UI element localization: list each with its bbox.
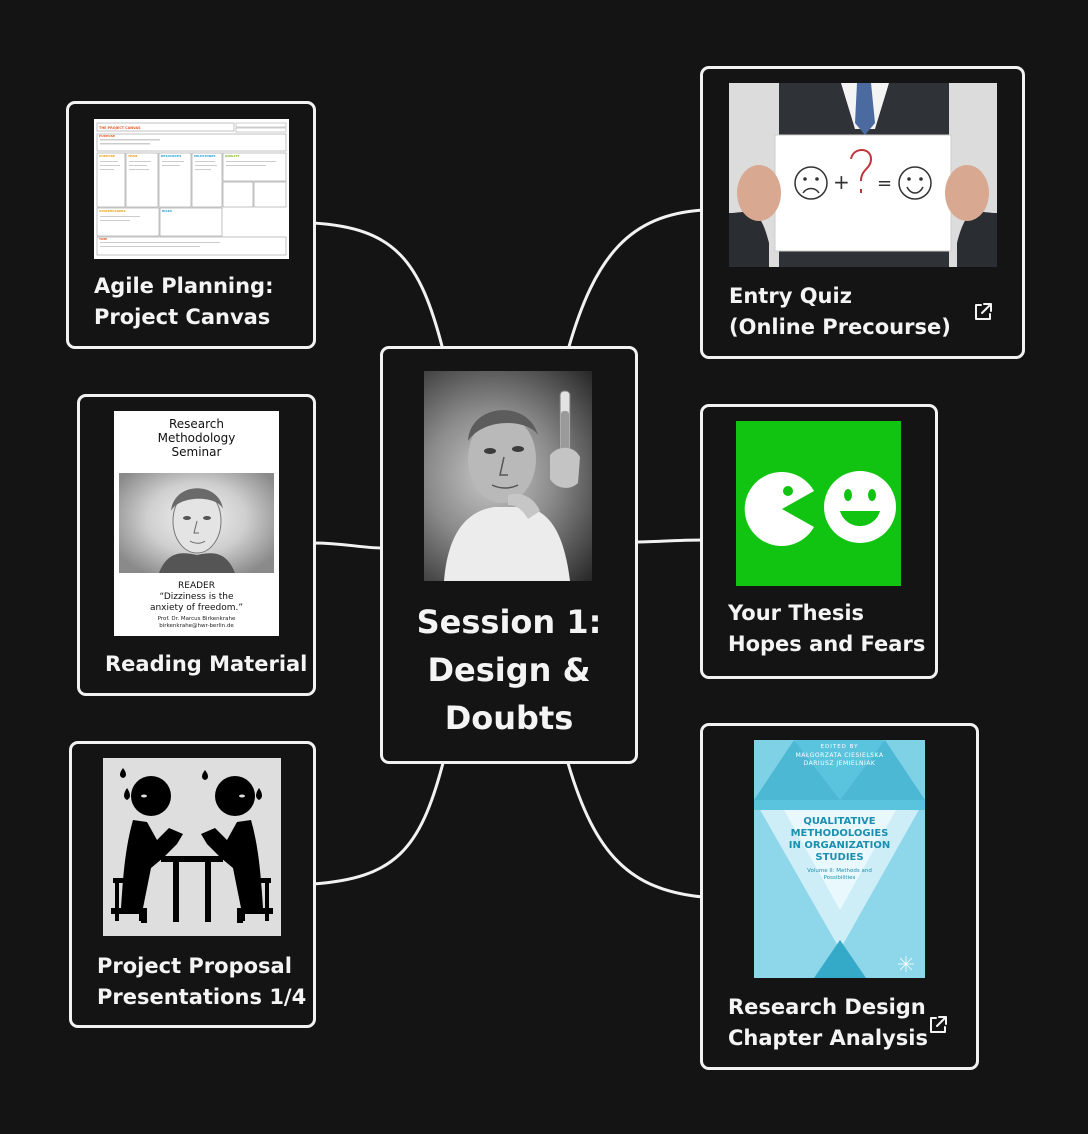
kierkegaard-portrait <box>119 473 274 573</box>
book-title: QUALITATIVE METHODOLOGIES IN ORGANIZATIO… <box>788 816 891 863</box>
project-proposal-card[interactable]: Project Proposal Presentations 1/4 <box>69 741 316 1028</box>
svg-text:PURPOSE: PURPOSE <box>99 134 115 138</box>
research-design-label: Research Design Chapter Analysis <box>728 995 928 1050</box>
reader-cover-title: Research Methodology Seminar <box>157 417 236 459</box>
svg-text:MILESTONES: MILESTONES <box>194 154 216 158</box>
reader-cover-email: birkenkrahe@hwr-berlin.de <box>159 623 234 629</box>
arm-wrestling-image <box>103 758 281 936</box>
scientist-photo <box>424 371 592 581</box>
reading-material-card[interactable]: Research Methodology Seminar READER “Diz… <box>77 394 316 696</box>
agile-planning-card[interactable]: PURPOSE TEAM RESOURCES MILESTONES QUALIT… <box>66 101 316 349</box>
book-editor-2: DARIUSZ JEMIELNIAK <box>803 760 876 767</box>
connector-thesis <box>634 538 705 544</box>
connector-agile <box>311 221 445 352</box>
research-design-card[interactable]: EDITED BY MAŁGORZATA CIESIELSKA DARIUSZ … <box>700 723 979 1070</box>
agile-planning-label: Agile Planning: Project Canvas <box>94 274 274 329</box>
svg-text:QUALITY: QUALITY <box>225 154 240 158</box>
reading-material-label: Reading Material <box>105 652 308 676</box>
svg-text:THE PROJECT CANVAS: THE PROJECT CANVAS <box>99 126 141 130</box>
connector-reading <box>311 541 385 550</box>
svg-text:RISKS: RISKS <box>162 209 172 213</box>
entry-quiz-card[interactable]: + = Entry Quiz (Online Precourse) <box>700 66 1025 359</box>
book-editors-line: EDITED BY <box>820 744 859 750</box>
pacman-smiley-image <box>736 421 901 586</box>
svg-text:TIME: TIME <box>99 237 107 241</box>
connector-quiz <box>566 208 705 352</box>
book-cover-image: EDITED BY MAŁGORZATA CIESIELSKA DARIUSZ … <box>754 740 925 978</box>
your-thesis-label: Your Thesis Hopes and Fears <box>728 601 926 656</box>
book-editor-1: MAŁGORZATA CIESIELSKA <box>795 752 884 759</box>
external-link-icon[interactable] <box>927 1014 949 1036</box>
your-thesis-card[interactable]: Your Thesis Hopes and Fears <box>700 404 938 679</box>
svg-text:PURPOSE: PURPOSE <box>99 154 115 158</box>
session-title: Session 1: Design & Doubts <box>416 603 602 737</box>
entry-quiz-label: Entry Quiz (Online Precourse) <box>729 284 951 339</box>
svg-text:RESOURCES: RESOURCES <box>161 154 181 158</box>
book-volume: Volume II: Methods and Possibilities <box>807 868 872 881</box>
reader-cover-quote: “Dizziness is the anxiety of freedom.” <box>149 592 244 613</box>
connector-chapter <box>566 761 705 899</box>
svg-text:=: = <box>877 173 892 194</box>
reader-cover-author: Prof. Dr. Marcus Birkenkrahe <box>157 616 236 622</box>
external-link-icon[interactable] <box>972 301 994 323</box>
connector-proposal <box>311 761 445 886</box>
svg-text:+: + <box>833 170 850 194</box>
reader-cover-image: Research Methodology Seminar READER “Diz… <box>114 411 279 636</box>
svg-text:TEAM: TEAM <box>128 154 137 158</box>
project-proposal-label: Project Proposal Presentations 1/4 <box>97 954 307 1009</box>
quiz-sign-image: + = <box>729 83 997 267</box>
session-center-card[interactable]: Session 1: Design & Doubts <box>380 346 638 764</box>
project-canvas-image: PURPOSE TEAM RESOURCES MILESTONES QUALIT… <box>94 119 289 259</box>
svg-text:STAKEHOLDERS: STAKEHOLDERS <box>99 209 126 213</box>
reader-cover-subtitle: READER <box>178 581 215 591</box>
